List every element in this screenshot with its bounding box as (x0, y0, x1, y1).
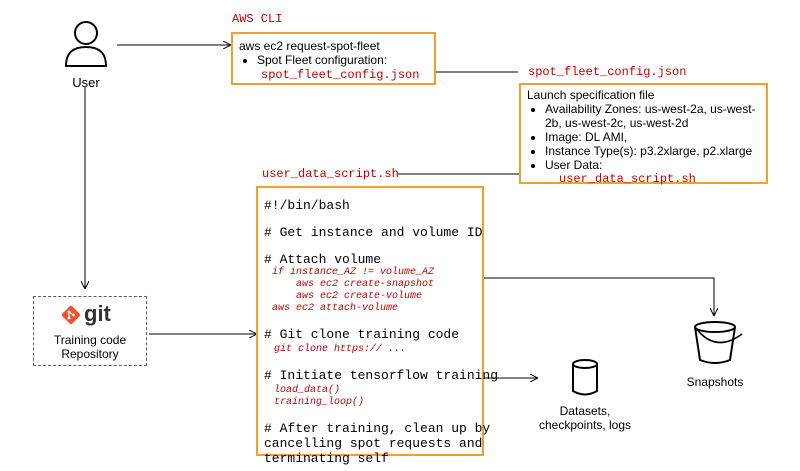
snapshots-label: Snapshots (686, 375, 744, 389)
script-heading: user_data_script.sh (262, 167, 399, 181)
fleet-config-box: Launch specification file Availability Z… (519, 83, 768, 186)
bucket-icon (694, 321, 743, 364)
datasets-node: Datasets, checkpoints, logs (530, 358, 640, 432)
aws-cli-box: aws ec2 request-spot-fleet Spot Fleet co… (231, 32, 436, 85)
aws-cli-bullet: Spot Fleet configuration: (257, 53, 428, 67)
script-box: #!/bin/bash # Get instance and volume ID… (256, 186, 499, 466)
user-label: User (72, 75, 100, 90)
snapshots-node: Snapshots (682, 318, 748, 389)
aws-cli-command: aws ec2 request-spot-fleet (239, 39, 380, 53)
fleet-config-list: Availability Zones: us-west-2a, us-west-… (527, 102, 760, 172)
script-comment-cleanup: # After training, clean up by cancelling… (264, 421, 491, 466)
script-attach-code: if instance_AZ != volume_AZ aws ec2 crea… (272, 267, 435, 314)
repo-box: git Training code Repository (33, 296, 147, 366)
script-train-code: load_data() training_loop() (274, 385, 365, 408)
fleet-config-user-data-file: user_data_script.sh (559, 172, 696, 186)
script-clone-code: git clone https:// ... (274, 344, 407, 355)
fleet-config-item-image: Image: DL AMI, (545, 130, 760, 144)
fleet-config-item-user-data: User Data: (545, 158, 760, 172)
script-comment-clone: # Git clone training code (264, 327, 460, 342)
git-icon (61, 305, 81, 325)
script-comment-train: # Initiate tensorflow training (264, 368, 499, 383)
datasets-label: Datasets, checkpoints, logs (538, 404, 632, 432)
aws-cli-config-file: spot_fleet_config.json (261, 68, 420, 82)
script-comment-attach: # Attach volume (264, 252, 382, 267)
fleet-config-item-instance-type: Instance Type(s): p3.2xlarge, p2.xlarge (545, 144, 760, 158)
git-logo-text: git (84, 301, 111, 326)
arrow-script-snapshots (388, 278, 714, 315)
repo-label: Training code Repository (53, 333, 127, 361)
user-icon (64, 21, 108, 67)
aws-cli-list: Spot Fleet configuration: (239, 53, 428, 67)
fleet-config-heading: spot_fleet_config.json (528, 65, 687, 79)
fleet-config-title: Launch specification file (527, 88, 655, 102)
script-shebang: #!/bin/bash (264, 198, 350, 213)
aws-cli-heading: AWS CLI (232, 12, 283, 26)
fleet-config-item-az: Availability Zones: us-west-2a, us-west-… (545, 102, 760, 130)
user-node: User (58, 18, 114, 90)
database-icon (572, 359, 598, 396)
script-comment-get-ids: # Get instance and volume ID (264, 225, 483, 240)
